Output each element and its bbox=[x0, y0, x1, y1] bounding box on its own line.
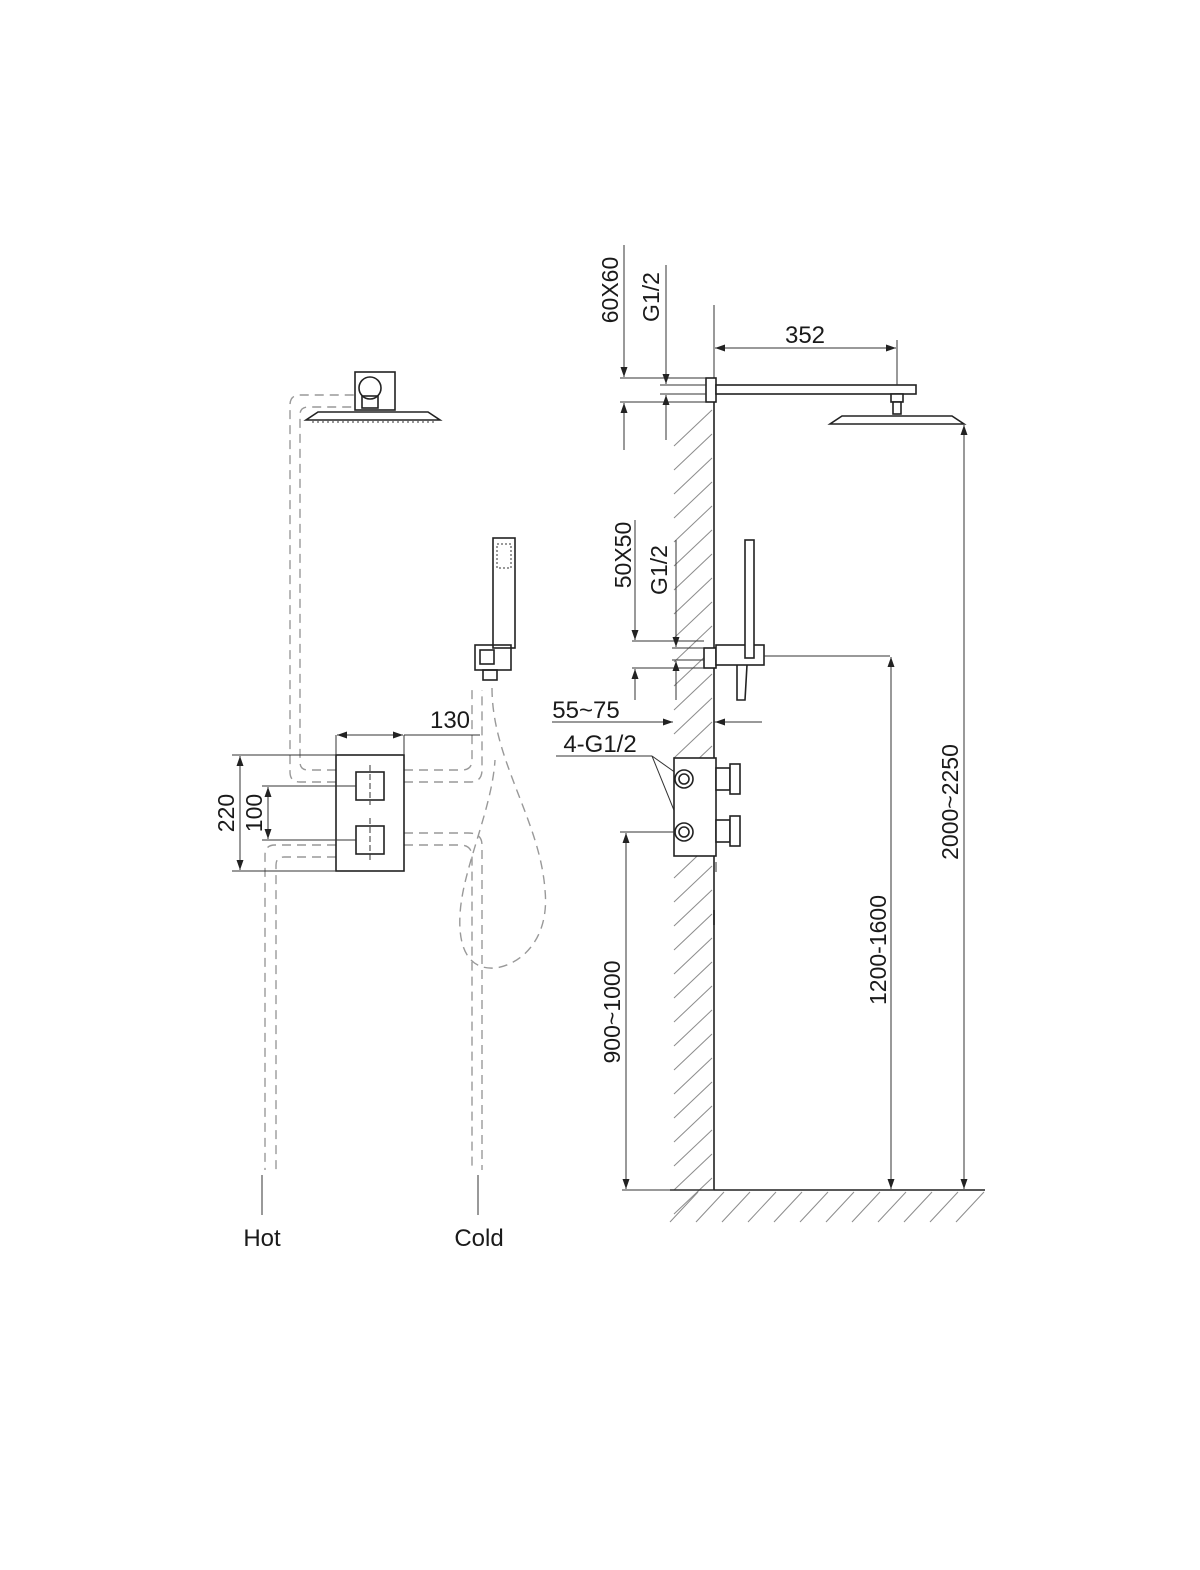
valve-port-lower-inner bbox=[678, 826, 690, 838]
cold-supply-pipe bbox=[404, 844, 473, 1170]
hatch-line bbox=[673, 1057, 713, 1095]
hot-label: Hot bbox=[243, 1225, 281, 1252]
arm-wall-flange bbox=[705, 377, 717, 403]
hatch-line bbox=[673, 577, 713, 615]
hatch-line bbox=[673, 1081, 713, 1119]
hatch-line bbox=[721, 1191, 751, 1223]
hidden-pipe-shower-inner bbox=[299, 406, 355, 771]
holder-wall-flange bbox=[703, 647, 717, 669]
hatch-line bbox=[799, 1191, 829, 1223]
holder-height-floor-label: 1200-1600 bbox=[865, 895, 891, 1005]
hidden-pipe-handshower bbox=[404, 690, 483, 783]
holder-flange-label: 50X50 bbox=[610, 522, 636, 589]
shower-height-floor-label: 2000~2250 bbox=[937, 744, 963, 860]
handle-spacing-label: 100 bbox=[241, 794, 267, 832]
arm-thread-label: G1/2 bbox=[638, 272, 664, 322]
valve-knob-lower-side bbox=[729, 815, 741, 847]
hatch-line bbox=[903, 1191, 933, 1223]
valve-handle-upper-side bbox=[715, 767, 731, 791]
hatch-line bbox=[673, 433, 713, 471]
hatch-line bbox=[851, 1191, 881, 1223]
shower-arm-wall-box bbox=[354, 371, 396, 411]
floor-hatch bbox=[669, 1191, 985, 1223]
hand-shower-nozzle-grid bbox=[496, 543, 512, 569]
hatch-line bbox=[673, 1009, 713, 1047]
hatch-line bbox=[673, 961, 713, 999]
hot-supply-pipe-inner bbox=[275, 856, 336, 1170]
hatch-line bbox=[955, 1191, 985, 1223]
hatch-line bbox=[673, 889, 713, 927]
hose-outlet bbox=[736, 664, 748, 701]
overhead-shower-side bbox=[827, 415, 967, 425]
hatch-line bbox=[673, 529, 713, 567]
valve-ports-label: 4-G1/2 bbox=[563, 731, 636, 758]
valve-width-label: 130 bbox=[430, 707, 470, 734]
holder-outlet bbox=[479, 649, 495, 665]
hatch-line bbox=[673, 1105, 713, 1143]
valve-handle-lower-side bbox=[715, 819, 731, 843]
shower-arm bbox=[715, 384, 917, 395]
holder-body bbox=[715, 644, 765, 666]
hatch-line bbox=[673, 409, 713, 447]
shower-arm-connector bbox=[358, 376, 382, 400]
hand-shower bbox=[492, 537, 516, 649]
hatch-line bbox=[673, 865, 713, 903]
shower-hose bbox=[459, 687, 547, 969]
hatch-line bbox=[877, 1191, 907, 1223]
valve-height-label: 220 bbox=[213, 794, 239, 832]
hatch-line bbox=[673, 505, 713, 543]
hatch-line bbox=[695, 1191, 725, 1223]
hatch-line bbox=[673, 1129, 713, 1167]
concealed-valve-body bbox=[673, 757, 717, 857]
hatch-line bbox=[673, 985, 713, 1023]
cold-label: Cold bbox=[454, 1225, 503, 1252]
hatch-line bbox=[669, 1191, 699, 1223]
hatch-line bbox=[747, 1191, 777, 1223]
hatch-line bbox=[773, 1191, 803, 1223]
hatch-line bbox=[673, 913, 713, 951]
hatch-line bbox=[673, 673, 713, 711]
hatch-line bbox=[825, 1191, 855, 1223]
hatch-line bbox=[673, 1177, 713, 1215]
hatch-line bbox=[673, 721, 713, 759]
side-view: 352 60X60 G1/2 50X50 G1/2 55~75 bbox=[552, 245, 985, 1223]
arm-flange-label: 60X60 bbox=[597, 257, 623, 324]
arm-swivel-nut bbox=[892, 401, 902, 415]
arm-swivel bbox=[890, 393, 904, 403]
hatch-line bbox=[673, 481, 713, 519]
hatch-line bbox=[673, 937, 713, 975]
cold-supply-pipe-inner bbox=[404, 832, 483, 1170]
hot-supply-pipe bbox=[264, 844, 336, 1170]
hidden-pipe-handshower-inner bbox=[404, 690, 473, 771]
hand-shower-side bbox=[744, 539, 755, 659]
valve-height-floor-label: 900~1000 bbox=[599, 961, 625, 1064]
hatch-line bbox=[929, 1191, 959, 1223]
valve-port-upper bbox=[674, 769, 694, 789]
hatch-line bbox=[673, 1033, 713, 1071]
overhead-shower-head bbox=[303, 411, 443, 421]
hatch-line bbox=[673, 625, 713, 663]
holder-thread-label: G1/2 bbox=[646, 545, 672, 595]
valve-port-upper-inner bbox=[678, 773, 690, 785]
front-view: 130 220 100 Hot Cold bbox=[213, 371, 547, 1252]
valve-knob-upper-side bbox=[729, 763, 741, 795]
valve-depth-label: 55~75 bbox=[552, 697, 619, 724]
holder-nut bbox=[482, 669, 498, 681]
hatch-line bbox=[673, 457, 713, 495]
hatch-line bbox=[673, 553, 713, 591]
shower-arm-nut bbox=[361, 395, 379, 409]
arm-length-label: 352 bbox=[785, 322, 825, 349]
hatch-line bbox=[673, 1153, 713, 1191]
hatch-line bbox=[673, 697, 713, 735]
hatch-line bbox=[673, 601, 713, 639]
